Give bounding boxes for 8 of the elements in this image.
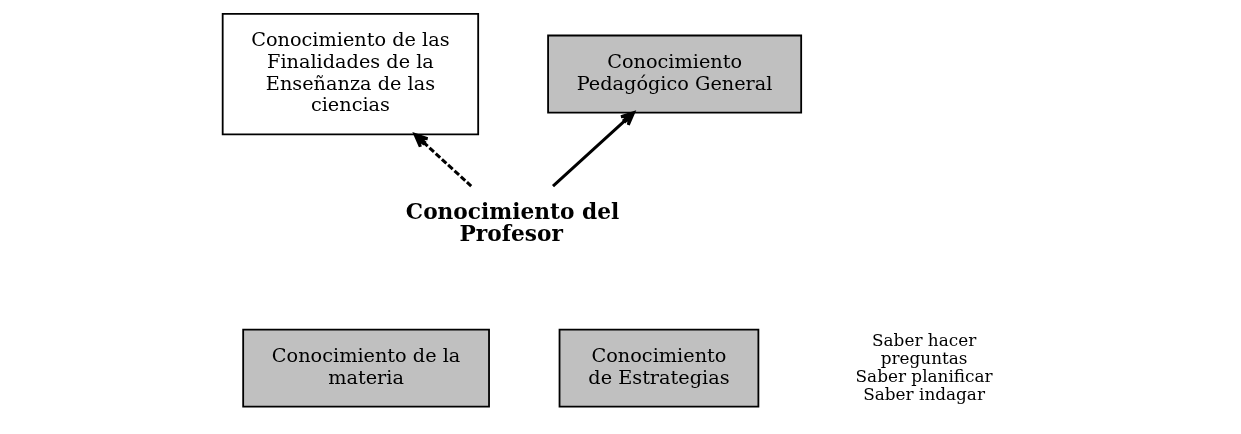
node-box: Conocimiento de la materia — [241, 328, 490, 408]
label: Saber hacer preguntas — [871, 328, 976, 368]
arrow — [413, 132, 472, 187]
node-text: Conocimiento del Profesor — [405, 198, 619, 246]
node-box: Conocimiento de Estrategias — [558, 328, 759, 408]
node-box: Conocimiento de las Finalidades de la Enseñanza de las ciencias — [221, 12, 479, 135]
node-box: Conocimiento Pedagógico General — [546, 34, 802, 114]
arrow — [551, 110, 635, 187]
